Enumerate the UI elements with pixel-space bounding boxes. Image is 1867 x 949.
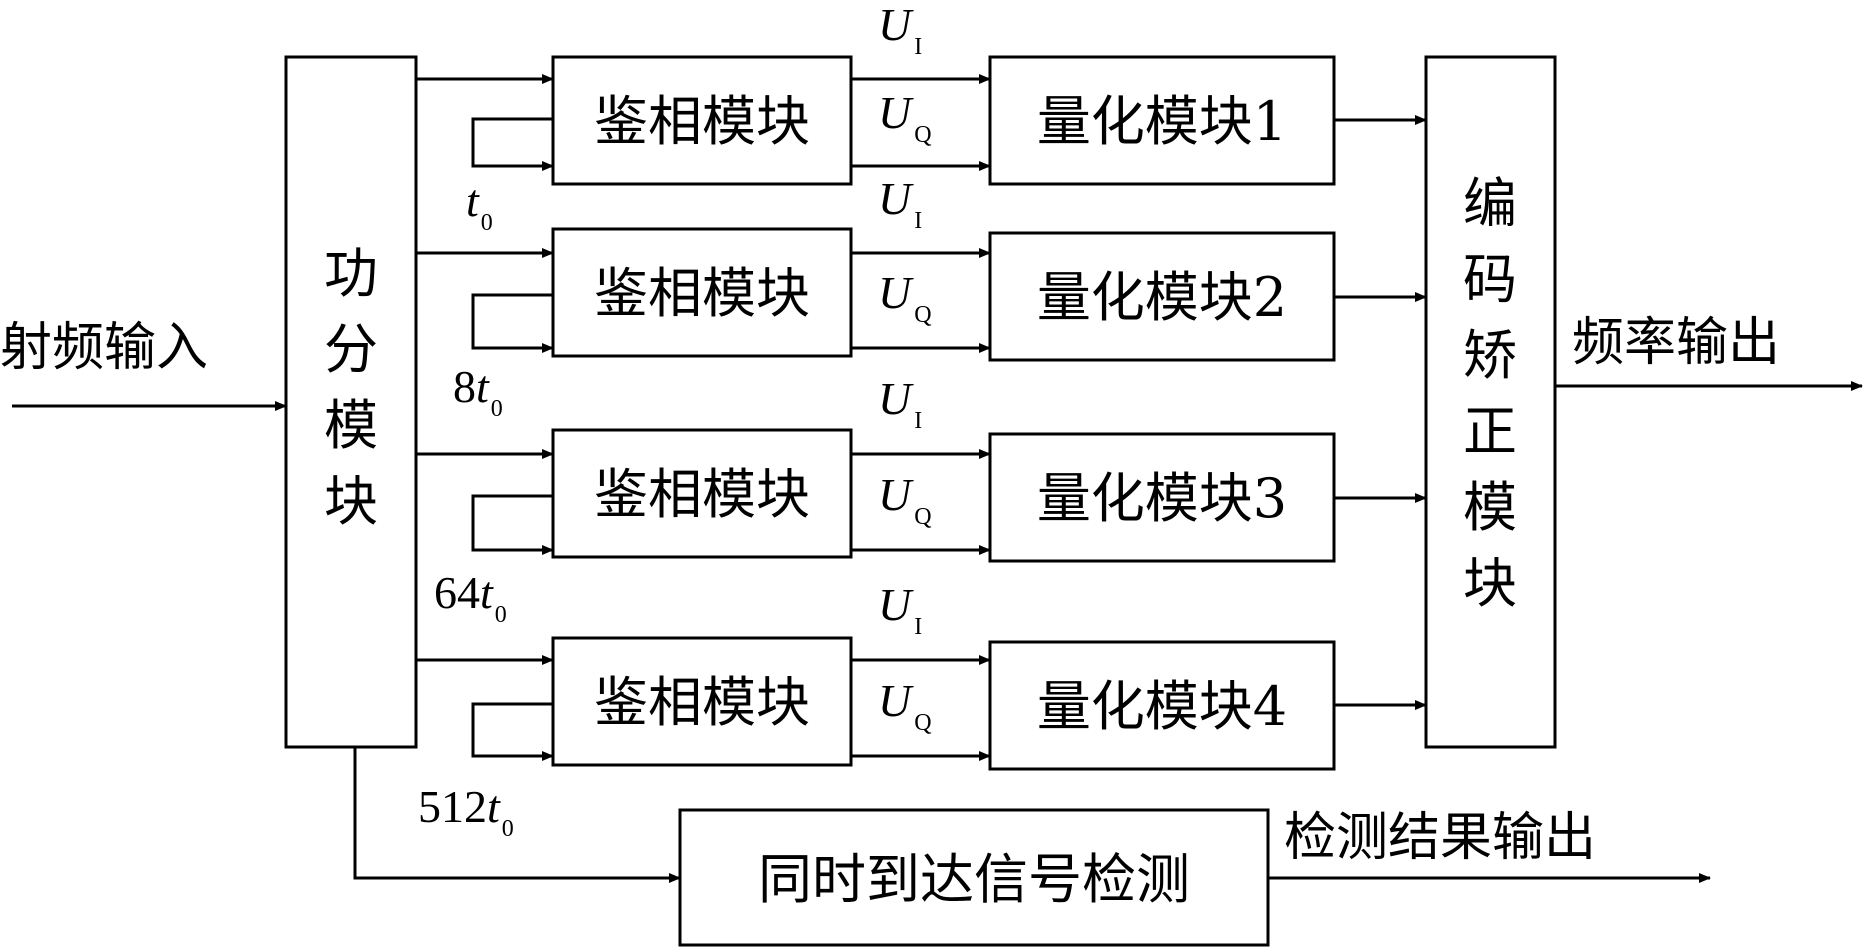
encoder-block — [1424, 55, 1557, 749]
encoder-char-3: 矫 — [1463, 324, 1517, 387]
phase-label-3: 鉴相模块 — [594, 463, 810, 526]
splitter-char-1: 功 — [324, 242, 378, 305]
delay-loop-1 — [471, 117, 554, 171]
quant-label-2: 量化模块2 — [1037, 266, 1287, 329]
delay-loop-3 — [471, 494, 554, 555]
encoder-char-4: 正 — [1463, 400, 1517, 463]
phase-block-2 — [551, 227, 853, 358]
delay-loop-4 — [471, 702, 554, 761]
delay-label-3: 64t0 — [434, 567, 507, 628]
phase-label-4: 鉴相模块 — [594, 671, 810, 734]
delay-label-4: 512t0 — [418, 781, 514, 842]
splitter-char-3: 模 — [324, 394, 378, 457]
quant-label-1: 量化模块1 — [1037, 90, 1287, 153]
splitter-block — [284, 55, 418, 749]
input-label: 射频输入 — [0, 318, 208, 378]
splitter-char-2: 分 — [324, 318, 378, 381]
quant-label-4: 量化模块4 — [1037, 675, 1287, 738]
delay-label-1: t0 — [466, 175, 493, 236]
splitter-char-4: 块 — [324, 470, 378, 533]
phase-block-3 — [551, 428, 853, 559]
phase-label-1: 鉴相模块 — [594, 90, 810, 153]
phase-block-4 — [551, 636, 853, 767]
detect-output-label: 检测结果输出 — [1284, 808, 1596, 868]
phase-label-2: 鉴相模块 — [594, 262, 810, 325]
detector-feed-arrow — [353, 747, 681, 883]
encoder-char-5: 模 — [1463, 476, 1517, 539]
freq-output-label: 频率输出 — [1572, 313, 1780, 373]
delay-loop-2 — [471, 293, 554, 353]
encoder-char-1: 编 — [1463, 172, 1517, 235]
detector-label: 同时到达信号检测 — [758, 848, 1190, 911]
encoder-char-6: 块 — [1463, 552, 1517, 615]
encoder-char-2: 码 — [1463, 248, 1517, 311]
delay-label-2: 8t0 — [453, 361, 503, 422]
quant-label-3: 量化模块3 — [1037, 467, 1287, 530]
